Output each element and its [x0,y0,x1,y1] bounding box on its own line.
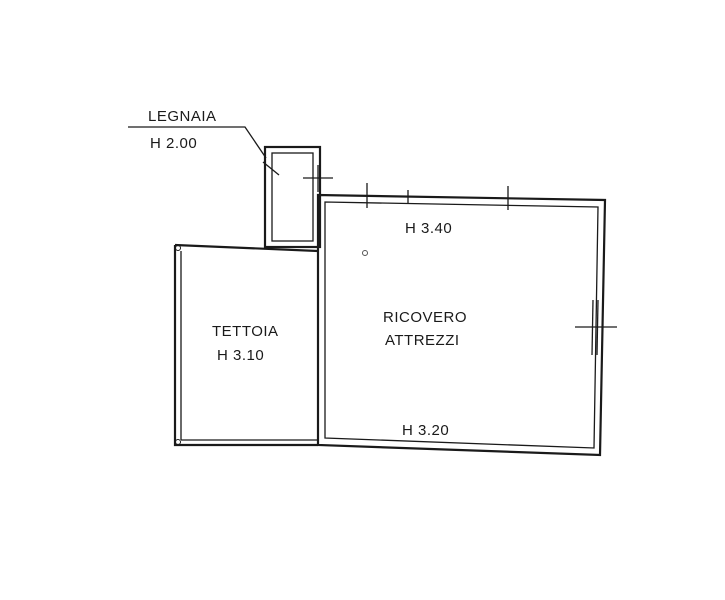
legnaia-leader-line [128,126,267,159]
tettoia-outer-wall [173,245,318,447]
tettoia-corner-post [175,245,181,251]
ricovero-inner-wall [324,201,599,449]
tettoia-room [173,243,319,447]
tettoia-corner-post [175,439,181,445]
tettoia-name-label: TETTOIA [212,323,279,340]
ricovero-name-label-line2: ATTREZZI [385,332,460,349]
ricovero-name-label-line1: RICOVERO [383,309,467,326]
ricovero-height-bottom-label: H 3.20 [402,422,449,439]
ricovero-height-top-label: H 3.40 [405,220,452,237]
ricovero-marker [362,250,368,256]
legnaia-outer-wall [263,145,322,249]
tettoia-top-wall [174,243,319,253]
section-ticks [303,165,617,328]
legnaia-name-label: LEGNAIA [148,108,217,125]
legnaia-height-label: H 2.00 [150,135,197,152]
ricovero-outer-wall [316,193,607,457]
legnaia-door-swing [262,161,280,176]
legnaia-inner-wall [271,152,314,242]
tettoia-height-label: H 3.10 [217,347,264,364]
legnaia-room [262,145,322,249]
